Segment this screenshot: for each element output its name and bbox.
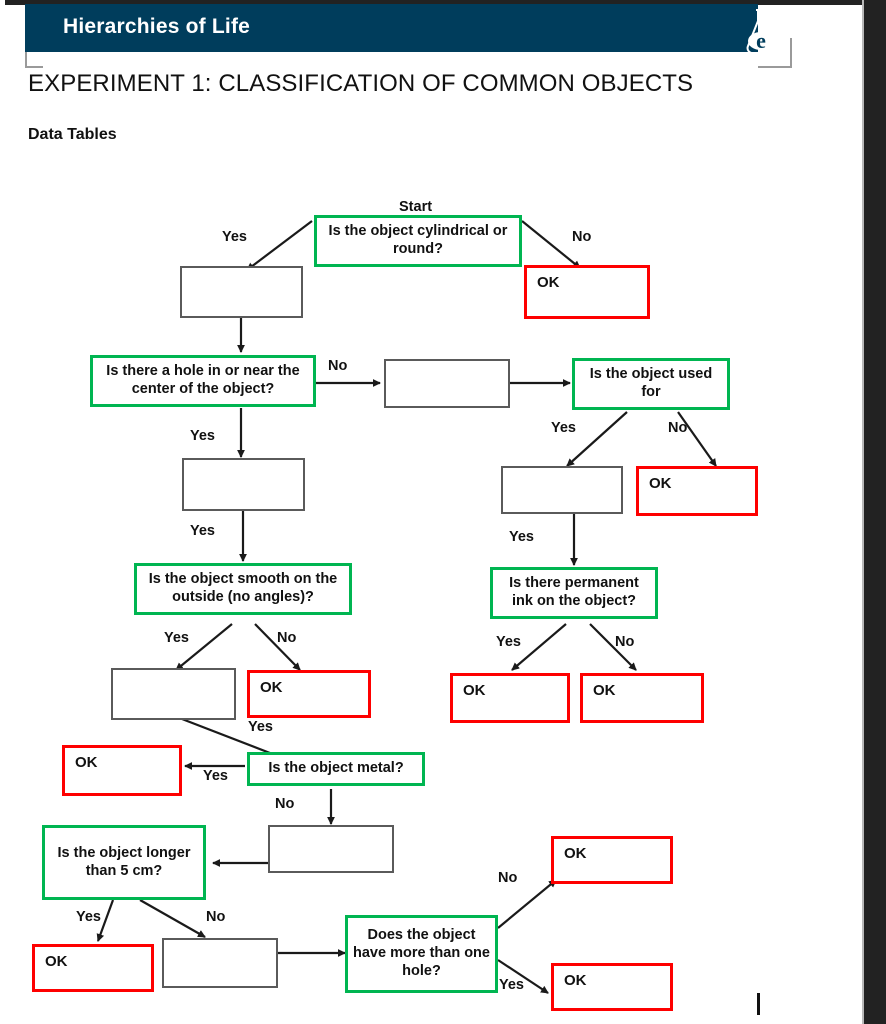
edge-label-no-1: No: [572, 229, 592, 245]
node-a7-answer-blank[interactable]: [162, 938, 278, 988]
node-q8-more-than-one-hole[interactable]: Does the object have more than one hole?: [345, 915, 498, 993]
data-tables-label: Data Tables: [28, 126, 117, 143]
edge-label-yes-6: Yes: [164, 630, 189, 646]
edge-label-yes-9: Yes: [203, 768, 228, 784]
node-q4-smooth-outside[interactable]: Is the object smooth on the outside (no …: [134, 563, 352, 615]
page-edge-top: [0, 0, 886, 5]
header-banner: Hierarchies of Life e: [25, 4, 776, 54]
page-edge-right-line: [862, 0, 864, 1024]
node-ok2-terminal[interactable]: OK: [636, 466, 758, 516]
edge-label-yes-1: Yes: [222, 229, 247, 245]
node-q5-permanent-ink[interactable]: Is there permanent ink on the object?: [490, 567, 658, 619]
node-q2-hole-in-center[interactable]: Is there a hole in or near the center of…: [90, 355, 316, 407]
edge-label-yes-4: Yes: [190, 523, 215, 539]
edge-label-no-2: No: [328, 358, 348, 374]
experiment-title: EXPERIMENT 1: CLASSIFICATION OF COMMON O…: [28, 70, 694, 97]
node-ok8-terminal[interactable]: OK: [551, 836, 673, 884]
edge-label-yes-8: Yes: [248, 719, 273, 735]
node-ok3-terminal[interactable]: OK: [247, 670, 371, 718]
edge-label-yes-5: Yes: [509, 529, 534, 545]
edge-label-yes-7: Yes: [496, 634, 521, 650]
node-q6-object-metal[interactable]: Is the object metal?: [247, 752, 425, 786]
svg-text:e: e: [756, 28, 766, 53]
edge-label-no-7: No: [206, 909, 226, 925]
start-label: Start: [399, 199, 433, 215]
crop-mark-right: [758, 38, 792, 68]
edge-label-yes-3: Yes: [551, 420, 576, 436]
flask-e-logo-icon: e: [740, 6, 782, 56]
node-a2-answer-blank[interactable]: [182, 458, 305, 511]
edge-label-no-3: No: [668, 420, 688, 436]
node-q3-object-used-for[interactable]: Is the object used for: [572, 358, 730, 410]
edge-label-yes-2: Yes: [190, 428, 215, 444]
node-ok5-terminal[interactable]: OK: [450, 673, 570, 723]
node-ok4-terminal[interactable]: OK: [62, 745, 182, 796]
edge-label-no-8: No: [498, 870, 518, 886]
node-q1-cylindrical-or-round[interactable]: Is the object cylindrical or round?: [314, 215, 522, 267]
edge-label-no-6: No: [275, 796, 295, 812]
edge-label-no-4: No: [277, 630, 297, 646]
node-q7-longer-than-5cm[interactable]: Is the object longer than 5 cm?: [42, 825, 206, 900]
node-a3-answer-blank[interactable]: [384, 359, 510, 408]
crop-mark-left: [25, 52, 43, 68]
edge-label-yes-11: Yes: [499, 977, 524, 993]
node-ok7-terminal[interactable]: OK: [32, 944, 154, 992]
node-a1-answer-blank[interactable]: [180, 266, 303, 318]
page-edge-right: [864, 0, 886, 1024]
page-edge-left: [0, 0, 5, 1024]
page-title: Hierarchies of Life: [63, 15, 251, 38]
node-a5-answer-blank[interactable]: [111, 668, 236, 720]
node-ok9-terminal[interactable]: OK: [551, 963, 673, 1011]
node-ok6-terminal[interactable]: OK: [580, 673, 704, 723]
edge-label-yes-10: Yes: [76, 909, 101, 925]
edge-label-no-5: No: [615, 634, 635, 650]
node-a4-answer-blank[interactable]: [501, 466, 623, 514]
node-a6-answer-blank[interactable]: [268, 825, 394, 873]
node-ok1-terminal[interactable]: OK: [524, 265, 650, 319]
text-caret: [757, 993, 760, 1015]
